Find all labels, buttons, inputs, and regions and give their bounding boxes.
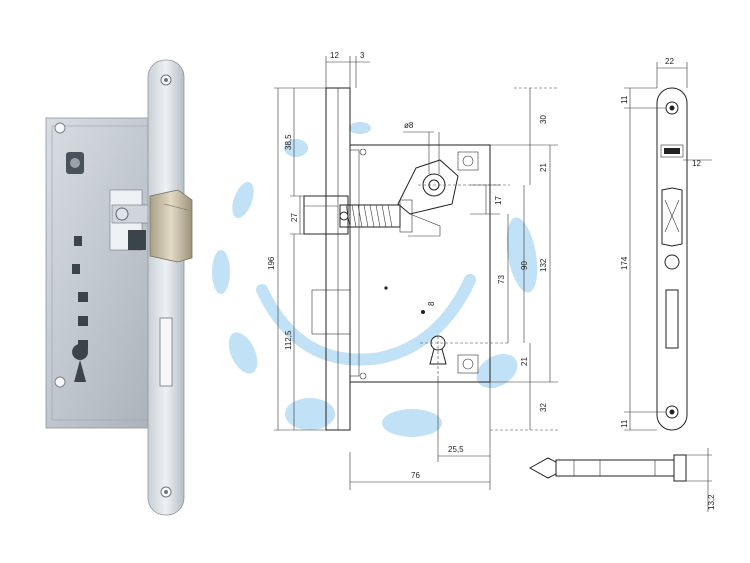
dim-bottom-margin: 32 <box>539 403 548 412</box>
latch-bolt <box>149 189 193 263</box>
dim-front-width: 12 <box>330 51 339 60</box>
lock-case <box>45 117 165 429</box>
dim-keyhole-size: 8 <box>427 301 436 306</box>
keyhole-icon <box>72 344 89 382</box>
faceplate-bolt-opening <box>665 289 679 349</box>
faceplate-outline <box>656 87 688 431</box>
side-view: 12 3 196 38,5 27 112,5 ø8 17 76 25,5 8 <box>267 51 558 490</box>
bolt-slot <box>159 317 173 387</box>
dim-hole-top: 11 <box>620 95 629 104</box>
dim-upper-gap: 21 <box>539 163 548 172</box>
bolt-section <box>311 289 351 335</box>
dim-lower-gap: 21 <box>520 357 529 366</box>
dim-hole-span: 174 <box>620 256 629 270</box>
dim-front-thickness: 3 <box>360 51 365 60</box>
faceplate-view: 22 12 11 174 11 <box>620 57 712 431</box>
follower <box>397 159 459 215</box>
dim-top-margin: 30 <box>539 115 548 124</box>
dim-follower-diameter: ø8 <box>404 121 414 130</box>
dim-inner-height: 73 <box>497 275 506 284</box>
dim-top-offset: 38,5 <box>284 134 293 150</box>
dim-latch-height: 27 <box>290 213 299 222</box>
dim-side-height: 132 <box>539 258 548 272</box>
faceplate-latch-opening <box>661 187 683 247</box>
dim-keyhole-offset: 25,5 <box>448 445 464 454</box>
dim-faceplate-width: 22 <box>665 57 674 66</box>
dim-hole-bottom: 11 <box>620 419 629 428</box>
dim-lower-offset: 112,5 <box>284 330 293 350</box>
watermark-logo <box>212 122 538 437</box>
dim-mid-height: 90 <box>520 261 529 270</box>
dim-screw-diameter: 13,2 <box>707 494 716 510</box>
faceplate <box>147 59 185 516</box>
dim-faceplate-inset: 12 <box>692 159 701 168</box>
screw-view: 13,2 <box>528 448 716 512</box>
dim-backset: 76 <box>411 471 420 480</box>
dim-lever-offset: 17 <box>494 196 503 205</box>
screw-head <box>673 454 687 482</box>
dim-overall-height: 196 <box>267 256 276 270</box>
lock-photo <box>45 59 193 516</box>
screw-tip <box>528 457 557 479</box>
